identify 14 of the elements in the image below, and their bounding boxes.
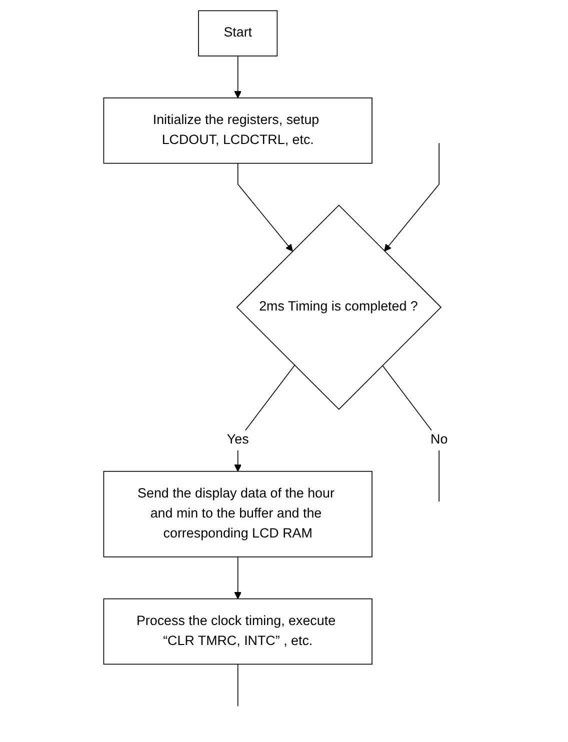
arrow: [237, 162, 293, 252]
arrow: [234, 56, 242, 98]
node-box: Initialize the registers, setup LCDOUT, LCDCTRL, etc.: [103, 97, 372, 164]
arrow: [234, 556, 242, 600]
node-box: Send the display data of the hour and min to the buffer and the corresponding LCD RAM: [103, 470, 372, 558]
node-diamond: 2ms Timing is completed ?: [236, 204, 442, 410]
edge-label: No: [430, 432, 448, 448]
arrow: [234, 364, 295, 472]
arrow: [384, 142, 440, 252]
edge-label: Yes: [226, 432, 249, 448]
node-box: Start: [198, 10, 278, 56]
node-box: Process the clock timing, execute “CLR TMRC, INTC” , etc.: [103, 598, 372, 665]
connector: [237, 664, 238, 707]
connector: [382, 364, 440, 502]
